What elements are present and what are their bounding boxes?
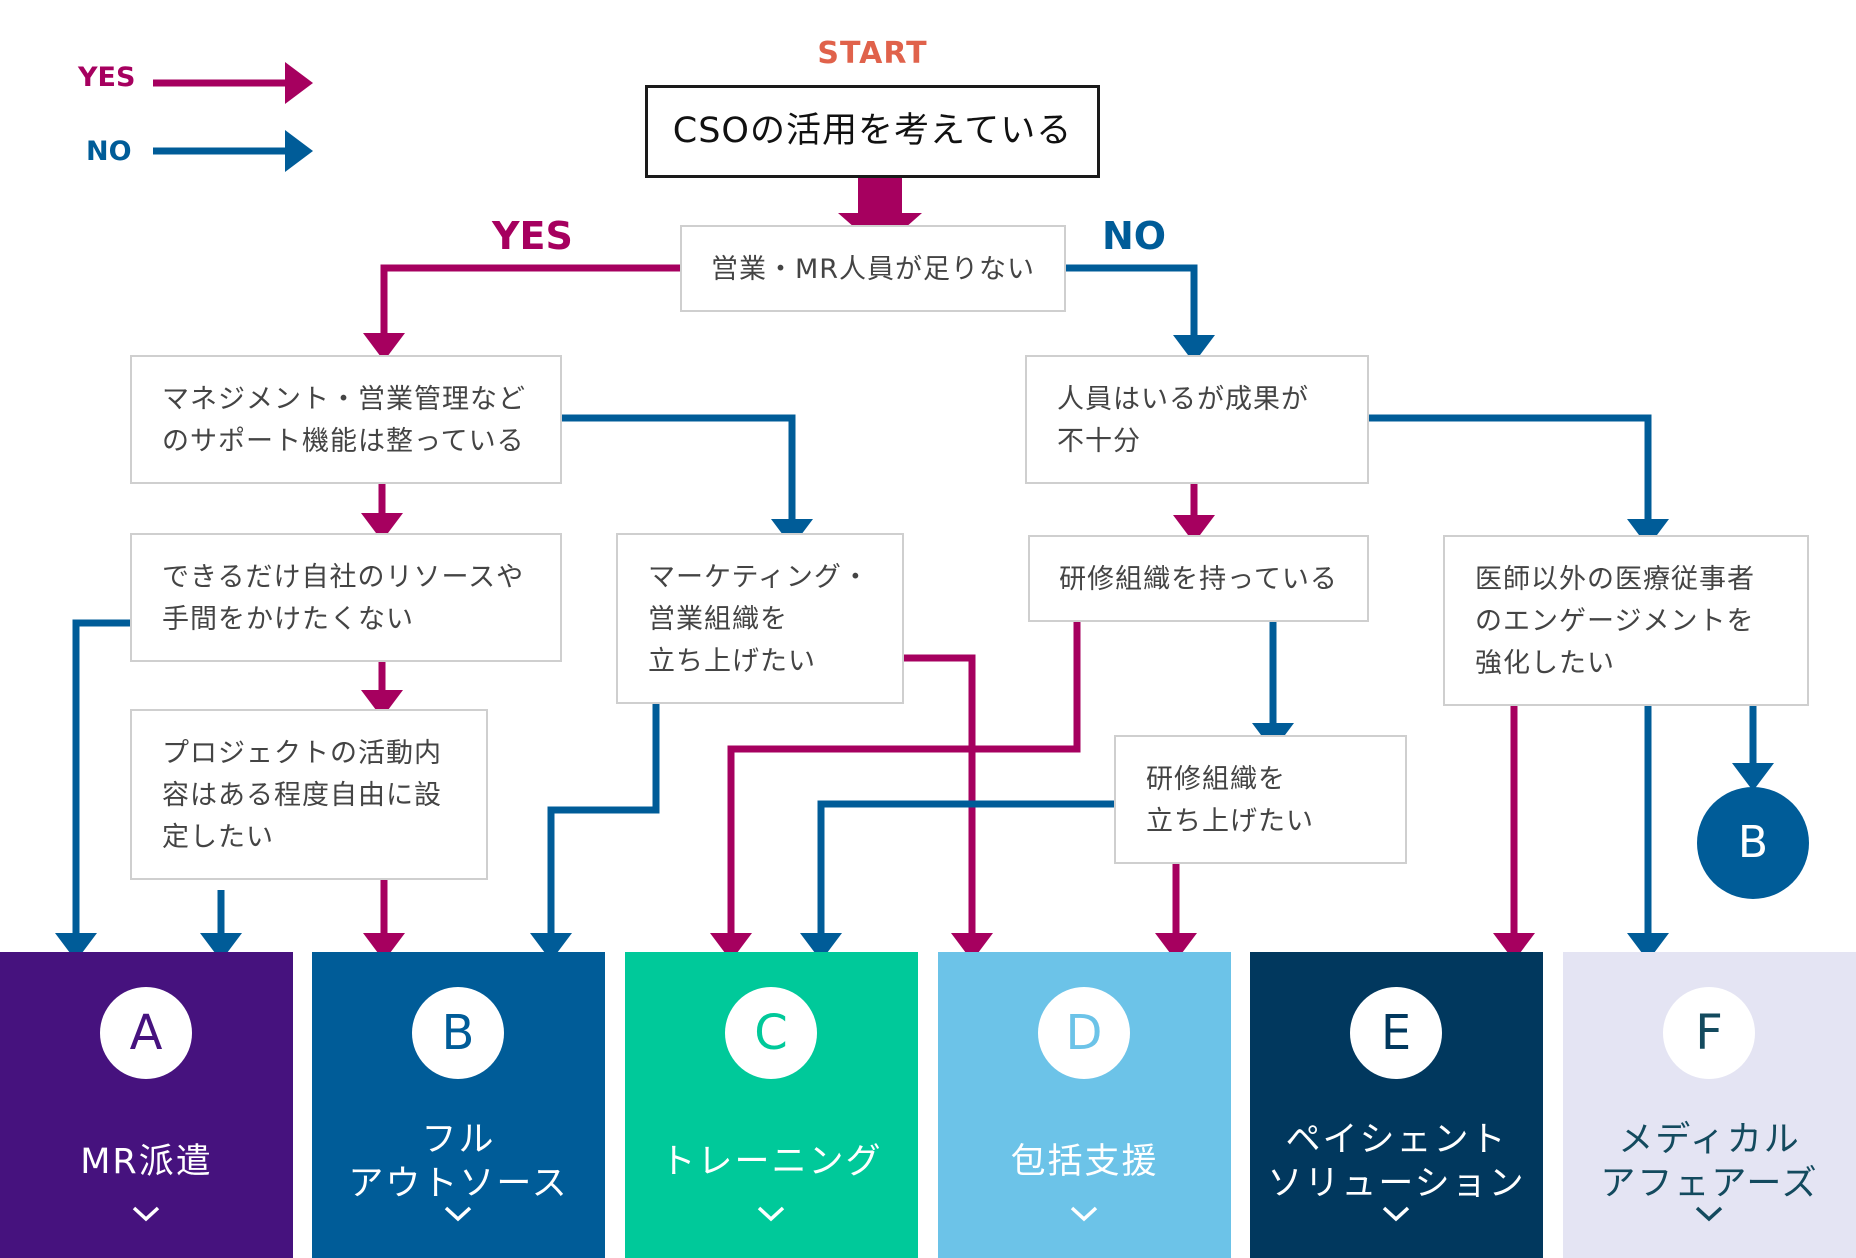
- no-q8-to-c: [800, 800, 1114, 961]
- no-q2-to-q5: [562, 414, 813, 547]
- no-q3-to-a: [55, 619, 130, 961]
- legend-no-label: NO: [86, 136, 132, 167]
- yes-q7-to-c: [710, 622, 1081, 961]
- question-build-training-org: 研修組織を 立ち上げたい: [1114, 735, 1407, 864]
- question-minimize-resources: できるだけ自社のリソースや 手間をかけたくない: [130, 533, 562, 662]
- reference-circle-b[interactable]: B: [1697, 787, 1809, 899]
- question-project-freedom: プロジェクトの活動内 容はある程度自由に設 定したい: [130, 709, 488, 880]
- result-tile-training[interactable]: C トレーニング: [625, 952, 918, 1258]
- start-box: CSOの活用を考えている: [645, 85, 1100, 178]
- result-name: 包括支援: [1010, 1142, 1159, 1182]
- result-tile-full-outsource[interactable]: B フル アウトソース: [312, 952, 605, 1258]
- no-q5-to-b: [530, 704, 660, 961]
- result-tile-comprehensive-support[interactable]: D 包括支援: [938, 952, 1231, 1258]
- no-q6-to-q9: [1369, 414, 1669, 547]
- question-build-marketing-org: マーケティング・ 営業組織を 立ち上げたい: [616, 533, 904, 704]
- chevron-down-icon[interactable]: [756, 1204, 786, 1224]
- start-label: START: [817, 36, 928, 71]
- question-non-physician-engagement: 医師以外の医療従事者 のエンゲージメントを 強化したい: [1443, 535, 1809, 706]
- result-letter-circle: D: [1038, 987, 1130, 1079]
- result-letter-circle: C: [725, 987, 817, 1079]
- result-name: ペイシェント ソリューション: [1267, 1120, 1526, 1204]
- result-letter-circle: F: [1663, 987, 1755, 1079]
- result-letter-circle: A: [100, 987, 192, 1079]
- question-management-support: マネジメント・営業管理など のサポート機能は整っている: [130, 355, 562, 484]
- yes-q1-to-q2: [363, 264, 680, 361]
- chevron-down-icon[interactable]: [1694, 1204, 1724, 1224]
- start-down-arrow: [838, 178, 922, 250]
- result-name: フル アウトソース: [348, 1120, 569, 1204]
- no-q1-to-q6: [1066, 264, 1215, 363]
- result-tile-mr-dispatch[interactable]: A MR派遣: [0, 952, 293, 1258]
- chevron-down-icon[interactable]: [1381, 1204, 1411, 1224]
- branch-yes-label: YES: [492, 214, 573, 258]
- result-name: メディカル アフェアーズ: [1600, 1120, 1819, 1204]
- branch-no-label: NO: [1102, 214, 1167, 258]
- legend-yes-label: YES: [78, 62, 136, 93]
- chevron-down-icon[interactable]: [443, 1204, 473, 1224]
- result-name: トレーニング: [660, 1142, 883, 1182]
- chevron-down-icon[interactable]: [1069, 1204, 1099, 1224]
- chevron-down-icon[interactable]: [131, 1204, 161, 1224]
- result-letter-circle: B: [412, 987, 504, 1079]
- result-tile-medical-affairs[interactable]: F メディカル アフェアーズ: [1563, 952, 1856, 1258]
- question-has-training-org: 研修組織を持っている: [1028, 535, 1369, 622]
- result-letter-circle: E: [1350, 987, 1442, 1079]
- yes-q5-to-d: [904, 654, 993, 961]
- question-sales-staff-shortage: 営業・MR人員が足りない: [680, 225, 1066, 312]
- result-name: MR派遣: [80, 1142, 213, 1182]
- question-insufficient-results: 人員はいるが成果が 不十分: [1025, 355, 1369, 484]
- result-tile-patient-solution[interactable]: E ペイシェント ソリューション: [1250, 952, 1543, 1258]
